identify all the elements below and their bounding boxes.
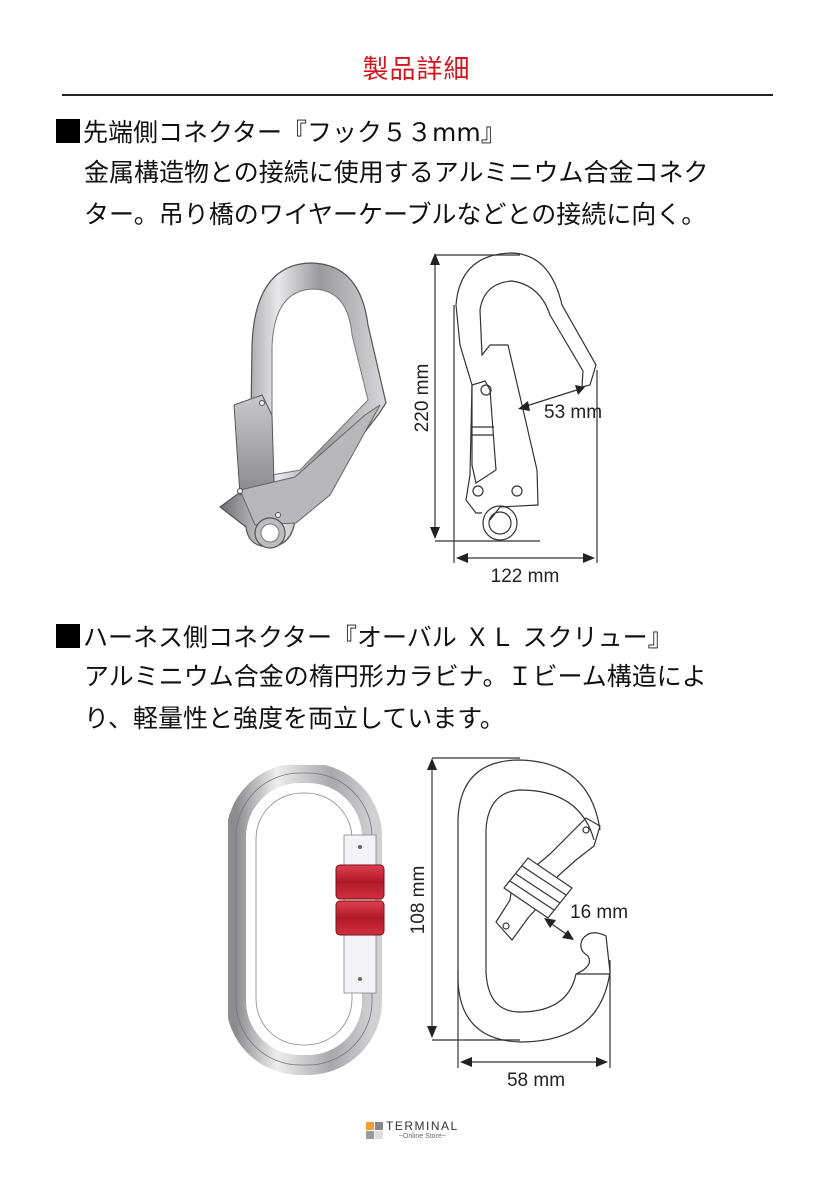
square-bullet-icon [56, 119, 80, 143]
description-line: ター。吊り橋のワイヤーケーブルなどとの接続に向く。 [84, 200, 707, 229]
heading-text: ハーネス側コネクター『オーバル ＸＬ スクリュー』 [83, 623, 673, 652]
height-label: 108 mm [408, 866, 429, 935]
title-divider [62, 94, 773, 96]
description-line: り、軽量性と強度を両立しています。 [84, 704, 505, 733]
logo-wordmark: TERMINAL [386, 1119, 459, 1133]
square-bullet-icon [56, 624, 80, 648]
snap-hook-photo [200, 255, 400, 565]
oval-carabiner-dimension-diagram: 108 mm 58 mm 16 mm [400, 750, 650, 1100]
section-description: 金属構造物との接続に使用するアルミニウム合金コネク ター。吊り橋のワイヤーケーブ… [84, 152, 709, 236]
snap-hook-dimension-diagram: 220 mm 122 mm 53 mm [400, 245, 630, 590]
description-line: アルミニウム合金の楕円形カラビナ。Ｉビーム構造によ [84, 662, 707, 691]
oval-carabiner-photo [228, 765, 388, 1075]
gate-opening-label: 53 mm [544, 402, 602, 423]
height-label: 220 mm [412, 364, 433, 433]
section-heading: ハーネス側コネクター『オーバル ＸＬ スクリュー』 [56, 621, 673, 655]
logo-squares-icon [366, 1121, 383, 1139]
width-label: 122 mm [491, 566, 560, 587]
heading-text: 先端側コネクター『フック５３mm』 [83, 118, 506, 147]
section-heading: 先端側コネクター『フック５３mm』 [56, 116, 506, 150]
section-description: アルミニウム合金の楕円形カラビナ。Ｉビーム構造によ り、軽量性と強度を両立してい… [84, 656, 707, 740]
description-line: 金属構造物との接続に使用するアルミニウム合金コネク [84, 158, 709, 187]
logo-tagline: ~Online Store~ [398, 1133, 446, 1140]
width-label: 58 mm [507, 1070, 565, 1091]
page-title: 製品詳細 [362, 55, 471, 85]
terminal-store-logo: TERMINAL ~Online Store~ [366, 1118, 459, 1142]
gate-opening-label: 16 mm [570, 902, 628, 923]
